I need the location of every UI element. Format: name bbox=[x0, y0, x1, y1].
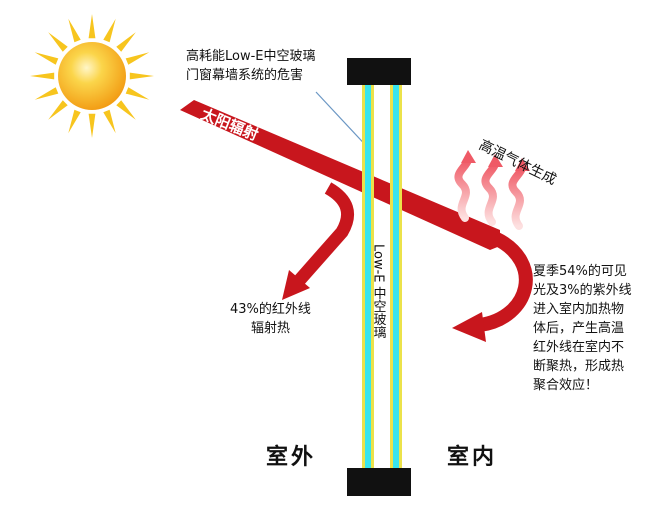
sun-ray bbox=[68, 109, 81, 134]
heat-wave-icon bbox=[454, 156, 526, 230]
indoor-label: 室内 bbox=[447, 445, 498, 470]
sun-ray bbox=[48, 100, 68, 120]
solar-radiation-band bbox=[180, 100, 500, 250]
sun-ray bbox=[88, 113, 96, 138]
sun-ray bbox=[129, 72, 154, 80]
sun-ray bbox=[88, 14, 96, 39]
sun-icon bbox=[30, 14, 154, 138]
sun-ray bbox=[30, 72, 55, 80]
reflected-infrared-arrow bbox=[282, 182, 355, 300]
sun-ray bbox=[48, 32, 68, 52]
sun-ray bbox=[34, 87, 59, 100]
sun-ray bbox=[116, 32, 136, 52]
sun-ray bbox=[116, 100, 136, 120]
glass-label: Low-E 中空玻璃 bbox=[371, 244, 387, 339]
solar-radiation-label: 太阳辐射 bbox=[199, 105, 261, 144]
sun-ray bbox=[125, 87, 150, 100]
sun-ray bbox=[103, 109, 116, 134]
glass-unit bbox=[347, 58, 411, 496]
hazard-title: 高耗能Low-E中空玻璃 门窗幕墙系统的危害 bbox=[186, 49, 316, 83]
greenhouse-note: 夏季54%的可见 光及3%的紫外线 进入室内加热物 体后，产生高温 红外线在室内… bbox=[533, 264, 632, 393]
heat-wave-heads bbox=[461, 150, 530, 171]
sun-ray bbox=[68, 18, 81, 43]
sun-ray bbox=[103, 18, 116, 43]
sun-ray bbox=[125, 52, 150, 65]
outdoor-label: 室外 bbox=[266, 445, 317, 470]
sun-ray bbox=[34, 52, 59, 65]
infrared-note: 43%的红外线 辐射热 bbox=[230, 302, 311, 336]
indoor-heat-arrow bbox=[452, 231, 533, 342]
